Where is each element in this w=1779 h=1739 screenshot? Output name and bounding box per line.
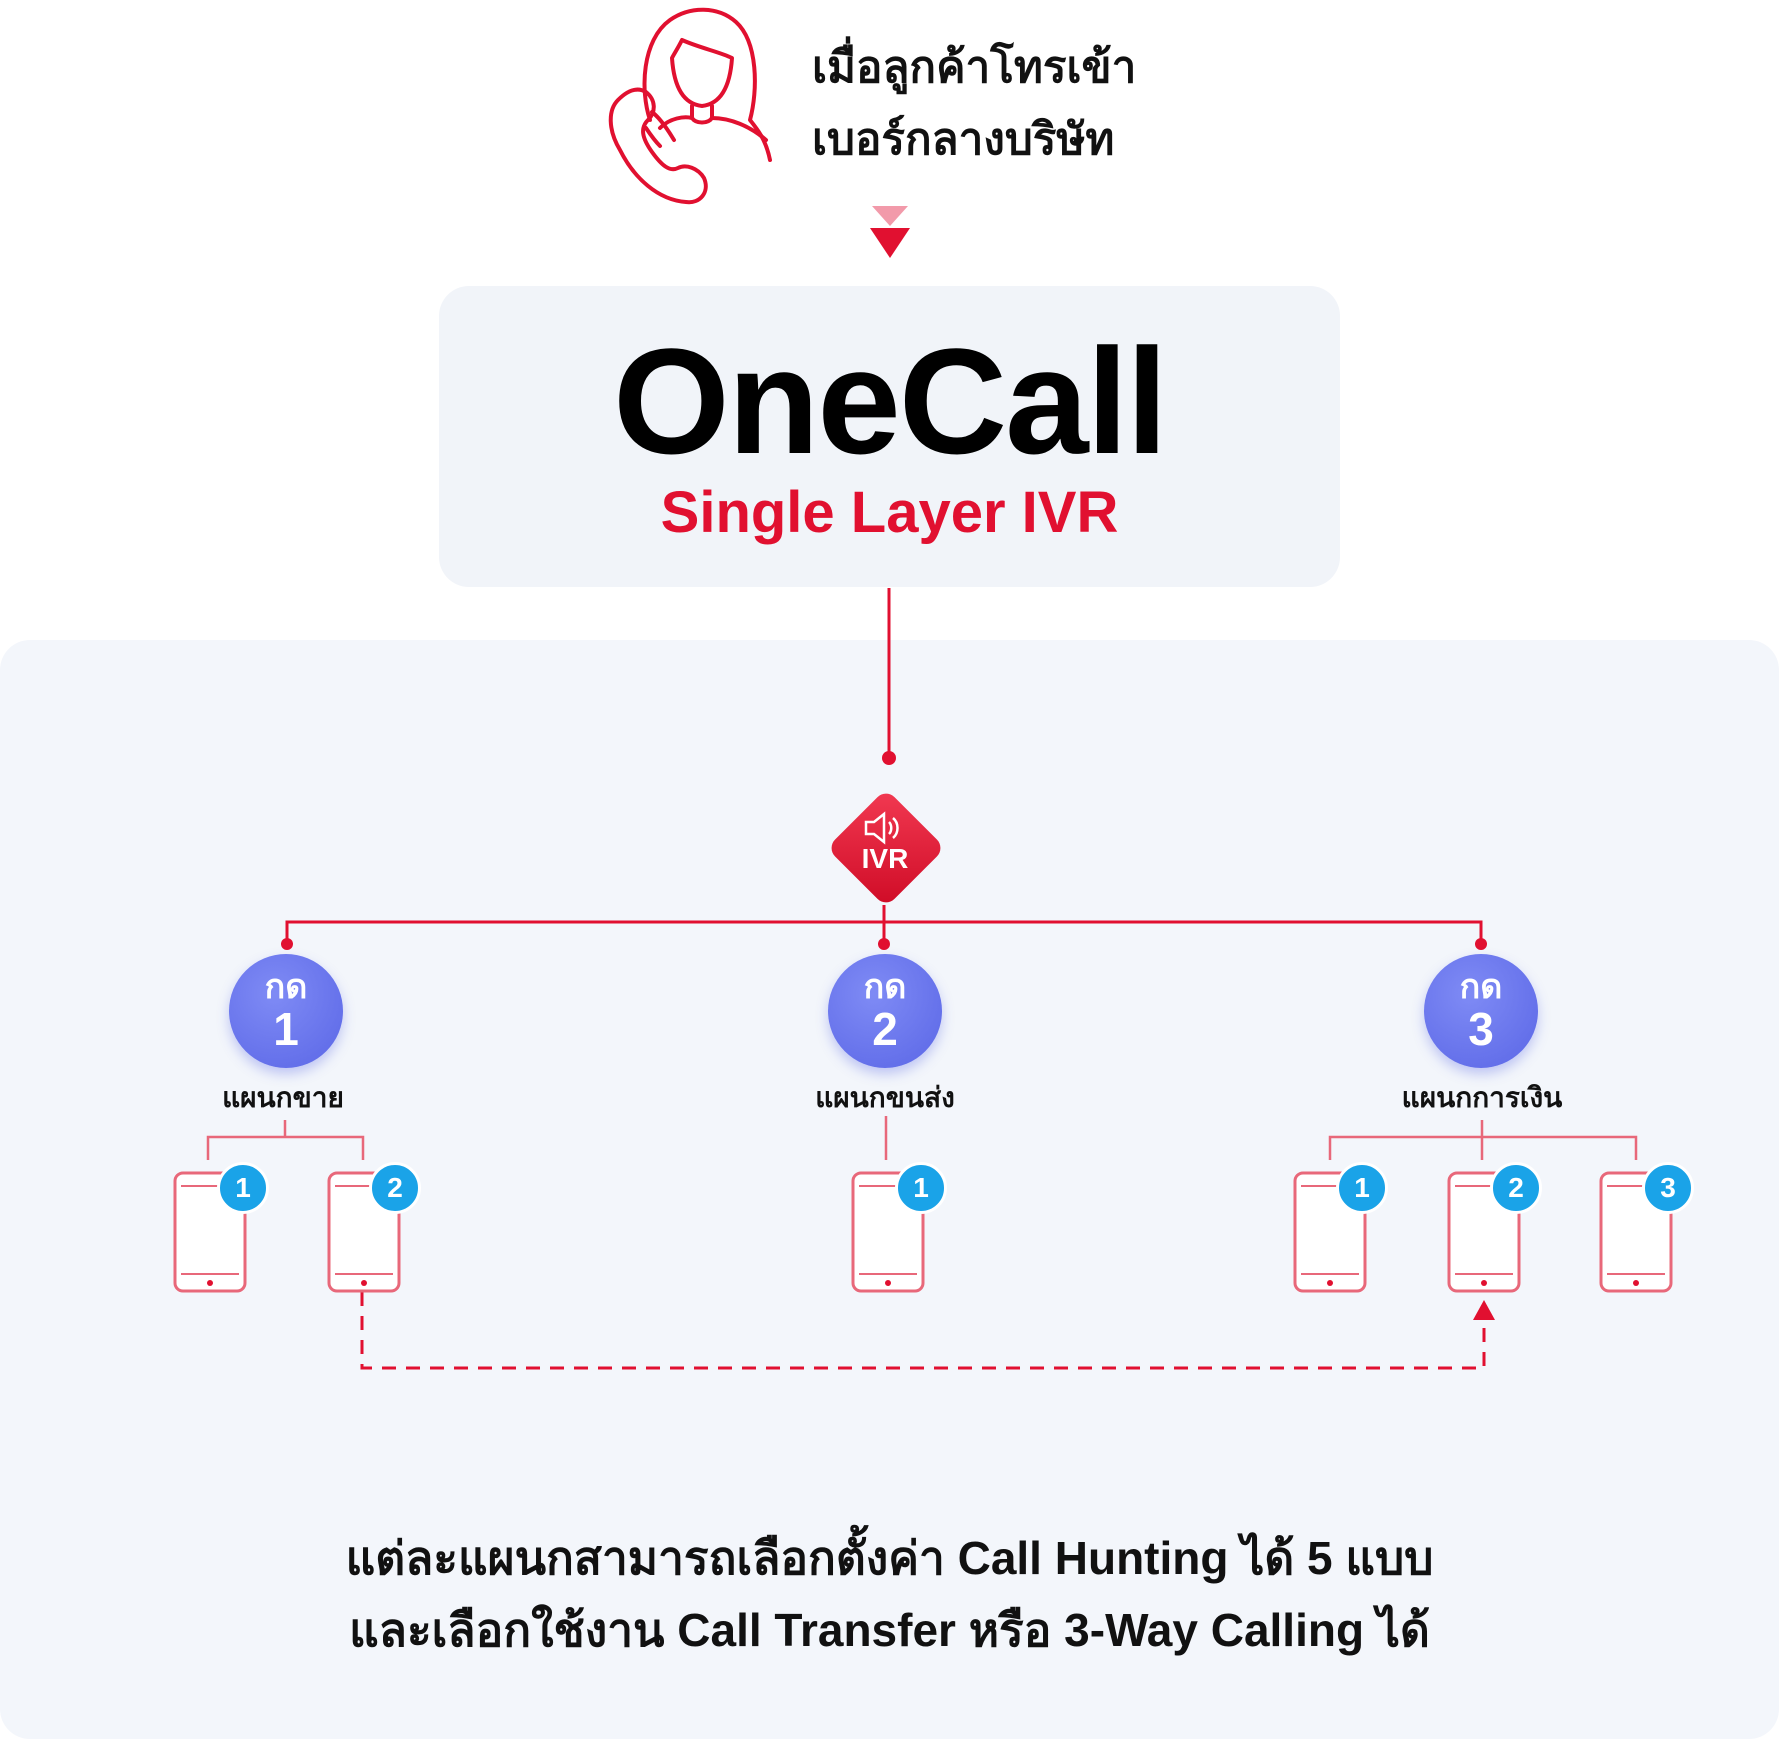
brand-card [439, 286, 1340, 587]
press-word: กด [264, 968, 308, 1006]
branch-dot-1 [281, 938, 293, 950]
press-word: กด [863, 968, 907, 1006]
ivr-label: IVR [861, 843, 909, 874]
press-button-1: กด 1 [229, 954, 343, 1068]
caller-caption-line1: เมื่อลูกค้าโทรเข้า [812, 43, 1137, 92]
press-button-3: กด 3 [1424, 954, 1538, 1068]
branch-dot-3 [1475, 938, 1487, 950]
press-number: 3 [1468, 1003, 1494, 1055]
ivr-diamond [831, 793, 941, 903]
transfer-dashed-line [360, 1292, 1486, 1370]
phone-badge: 1 [1336, 1162, 1388, 1214]
brand-title: OneCall [613, 317, 1168, 485]
phone-badge: 1 [217, 1162, 269, 1214]
footer-line2: และเลือกใช้งาน Call Transfer หรือ 3-Way … [349, 1604, 1430, 1656]
down-arrow-icon [870, 206, 910, 258]
caller-caption: เมื่อลูกค้าโทรเข้า เบอร์กลางบริษัท [812, 32, 1192, 176]
phone-badge: 2 [369, 1162, 421, 1214]
footer-line1: แต่ละแผนกสามารถเลือกตั้งค่า Call Hunting… [345, 1532, 1434, 1584]
press-number: 1 [273, 1003, 299, 1055]
footer-description: แต่ละแผนกสามารถเลือกตั้งค่า Call Hunting… [0, 1522, 1779, 1666]
press-number: 2 [872, 1003, 898, 1055]
department-label-sales: แผนกขาย [222, 1082, 344, 1113]
brand-subtitle: Single Layer IVR [660, 480, 1119, 545]
speaker-icon [864, 811, 899, 845]
ivr-top-dot [882, 751, 896, 765]
caller-caption-line2: เบอร์กลางบริษัท [812, 115, 1115, 164]
press-button-2: กด 2 [828, 954, 942, 1068]
dept3-phone-lines [1328, 1120, 1638, 1160]
department-label-finance: แผนกการเงิน [1401, 1082, 1563, 1113]
dept1-phone-lines [206, 1120, 365, 1160]
press-word: กด [1459, 968, 1503, 1006]
branch-dot-2 [878, 938, 890, 950]
phone-badge: 1 [895, 1162, 947, 1214]
phone-badge: 2 [1490, 1162, 1542, 1214]
customer-on-phone-icon [608, 7, 772, 205]
department-label-shipping: แผนกขนส่ง [815, 1082, 955, 1113]
phone-badge: 3 [1642, 1162, 1694, 1214]
transfer-arrow-head [1473, 1300, 1495, 1320]
